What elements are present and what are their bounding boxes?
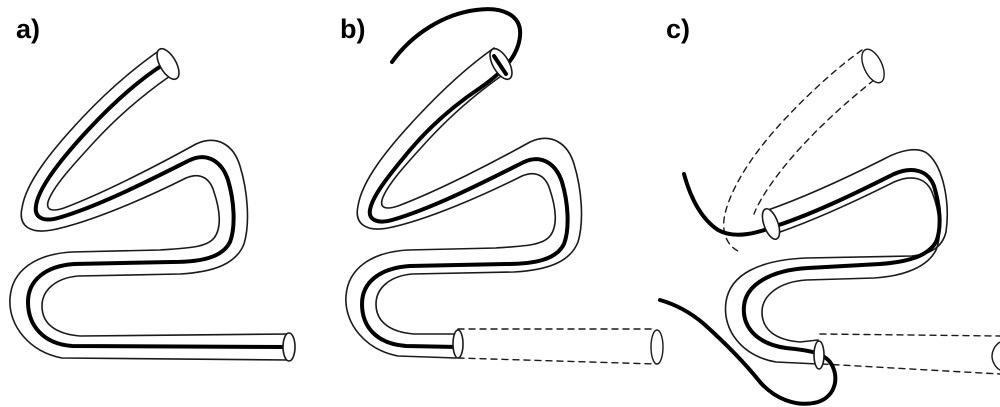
panel-a-tube-inner — [41, 75, 291, 337]
panel-c-tube-dashed-bottom — [821, 363, 1000, 375]
panel-c-rim-mid — [813, 340, 825, 370]
panel-c-ghost-outer — [722, 49, 863, 253]
panel-c-rim-end — [991, 341, 1000, 371]
panel-c-ghost-inner — [753, 79, 875, 215]
panel-c-tube-outer — [724, 148, 948, 365]
panel-a-label: a) — [16, 14, 40, 44]
panel-c-label: c) — [666, 14, 690, 44]
panel-b-fiber — [360, 7, 570, 349]
panel-b-tube-dashed-bottom — [457, 357, 657, 365]
panel-b-tube-outer — [345, 47, 557, 359]
panel-b-fiber-overlap — [492, 54, 508, 76]
panel-c-tube-inner — [761, 177, 941, 343]
panel-a-rim-end — [282, 332, 296, 362]
panel-b-rim-mid — [452, 329, 464, 359]
panel-b: b) — [340, 7, 664, 365]
panel-b-tube-inner — [375, 73, 583, 335]
panel-c-rim-cut — [761, 207, 781, 241]
panel-a-tube-outer — [9, 49, 289, 361]
panel-c-rim-ghost — [861, 48, 885, 84]
panel-c-fiber — [658, 168, 942, 406]
panel-a: a) — [9, 14, 296, 362]
panel-c: c) — [658, 14, 1000, 406]
panel-a-fiber — [26, 62, 290, 349]
panel-c-tube-dashed-top — [819, 333, 1000, 337]
panel-b-rim-end — [650, 329, 664, 365]
panel-a-rim-top — [156, 47, 180, 81]
panel-b-label: b) — [340, 14, 365, 44]
